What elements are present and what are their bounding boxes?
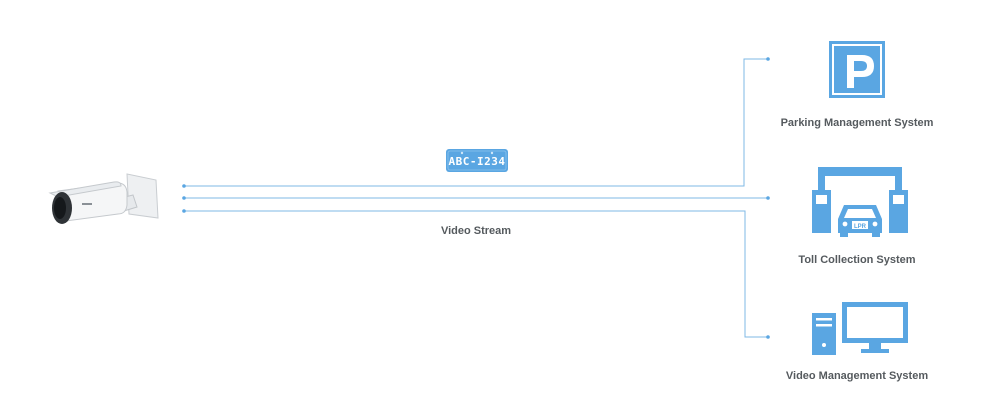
bullet-camera-icon bbox=[48, 173, 159, 224]
system-label-toll: Toll Collection System bbox=[798, 254, 915, 266]
video-stream-label: Video Stream bbox=[441, 225, 511, 237]
computer-icon bbox=[812, 302, 908, 355]
system-label-parking: Parking Management System bbox=[781, 117, 934, 129]
parking-icon bbox=[829, 41, 885, 98]
connector-parking bbox=[184, 58, 768, 187]
connection-lines bbox=[184, 58, 768, 338]
license-plate-icon: ABC-I234 bbox=[446, 149, 508, 172]
system-label-vms: Video Management System bbox=[786, 370, 928, 382]
lpr-badge: LPR bbox=[854, 224, 867, 230]
plate-text: ABC-I234 bbox=[449, 155, 506, 168]
connector-dots bbox=[182, 57, 770, 339]
connector-vms bbox=[184, 210, 768, 338]
toll-booth-icon: LPR bbox=[812, 167, 908, 237]
